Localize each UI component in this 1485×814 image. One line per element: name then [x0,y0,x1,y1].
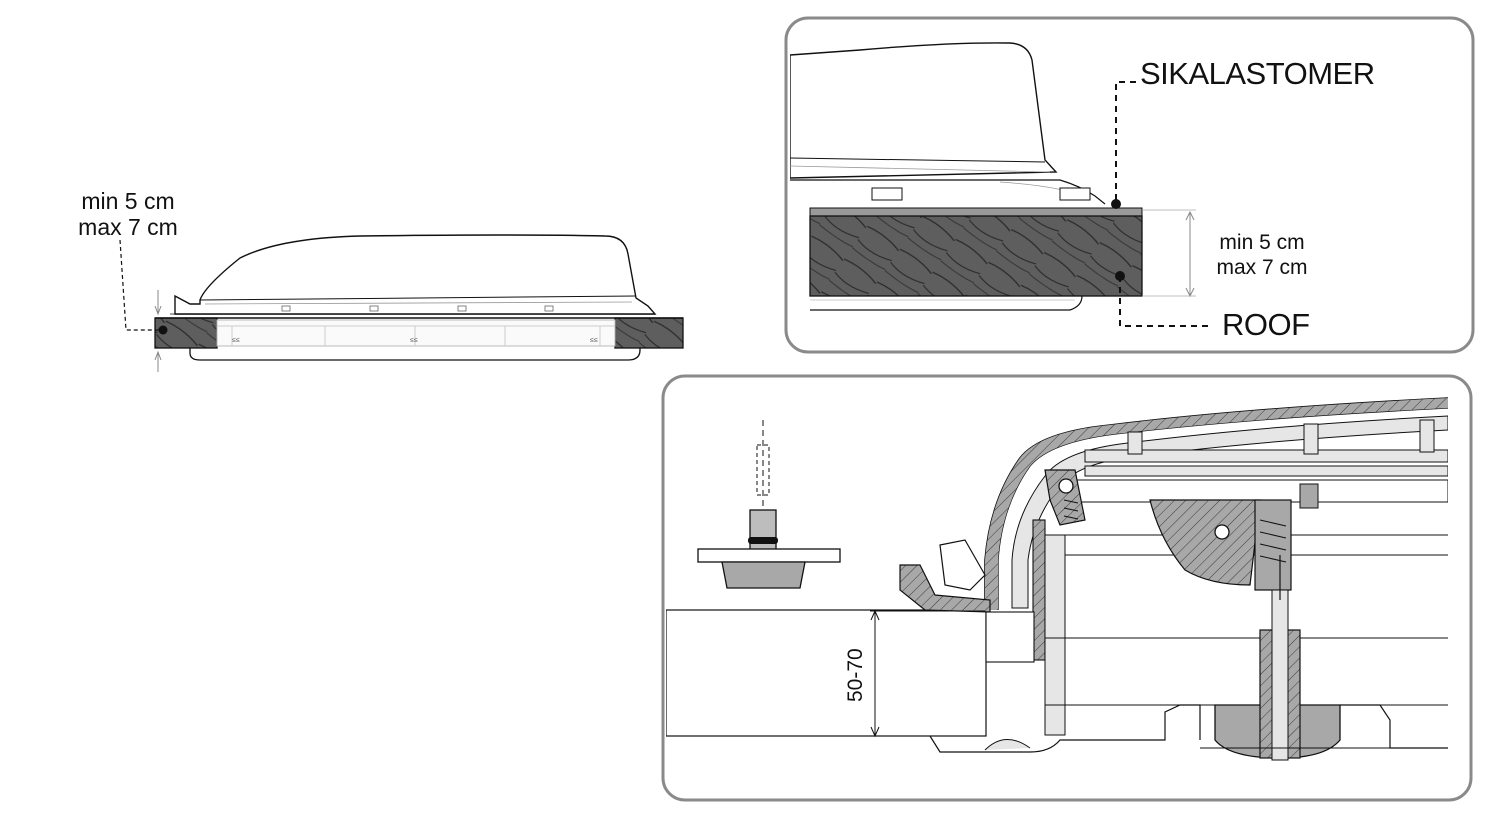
detail-thickness-min: min 5 cm [1219,231,1305,254]
dome-detail [790,42,1058,179]
left-thickness-label: min 5 cm max 7 cm [64,188,192,240]
skylight-dome [174,234,657,315]
svg-text:≤≤: ≤≤ [232,337,240,344]
sikalastomer-label: SIKALASTOMER [1140,56,1375,91]
sealant-strip [809,207,1143,217]
detail-thickness-max: max 7 cm [1216,256,1308,279]
left-thickness-min: min 5 cm [81,188,175,214]
roof-opening [216,319,616,347]
dimension-50-70-label: 50-70 [844,648,867,702]
svg-text:≤≤: ≤≤ [410,337,418,344]
section-view [666,397,1448,761]
roof-leader [1119,276,1210,327]
roof-section-right [614,317,684,349]
left-thickness-max: max 7 cm [78,214,178,240]
svg-text:≤≤: ≤≤ [590,337,598,344]
sikalastomer-leader [1115,81,1136,204]
inner-frame [189,344,641,361]
detail-top-drawing [790,42,1210,327]
dimension-50-70 [870,609,985,738]
roof-label: ROOF [1222,307,1310,342]
roof-detail [809,215,1143,297]
overview-skylight: ≤≤ ≤≤ ≤≤ [119,234,684,372]
fitting-icon [697,420,841,589]
roof-block [666,609,987,737]
thickness-leader [119,239,162,331]
detail-thickness-label: min 5 cm max 7 cm [1200,230,1324,280]
